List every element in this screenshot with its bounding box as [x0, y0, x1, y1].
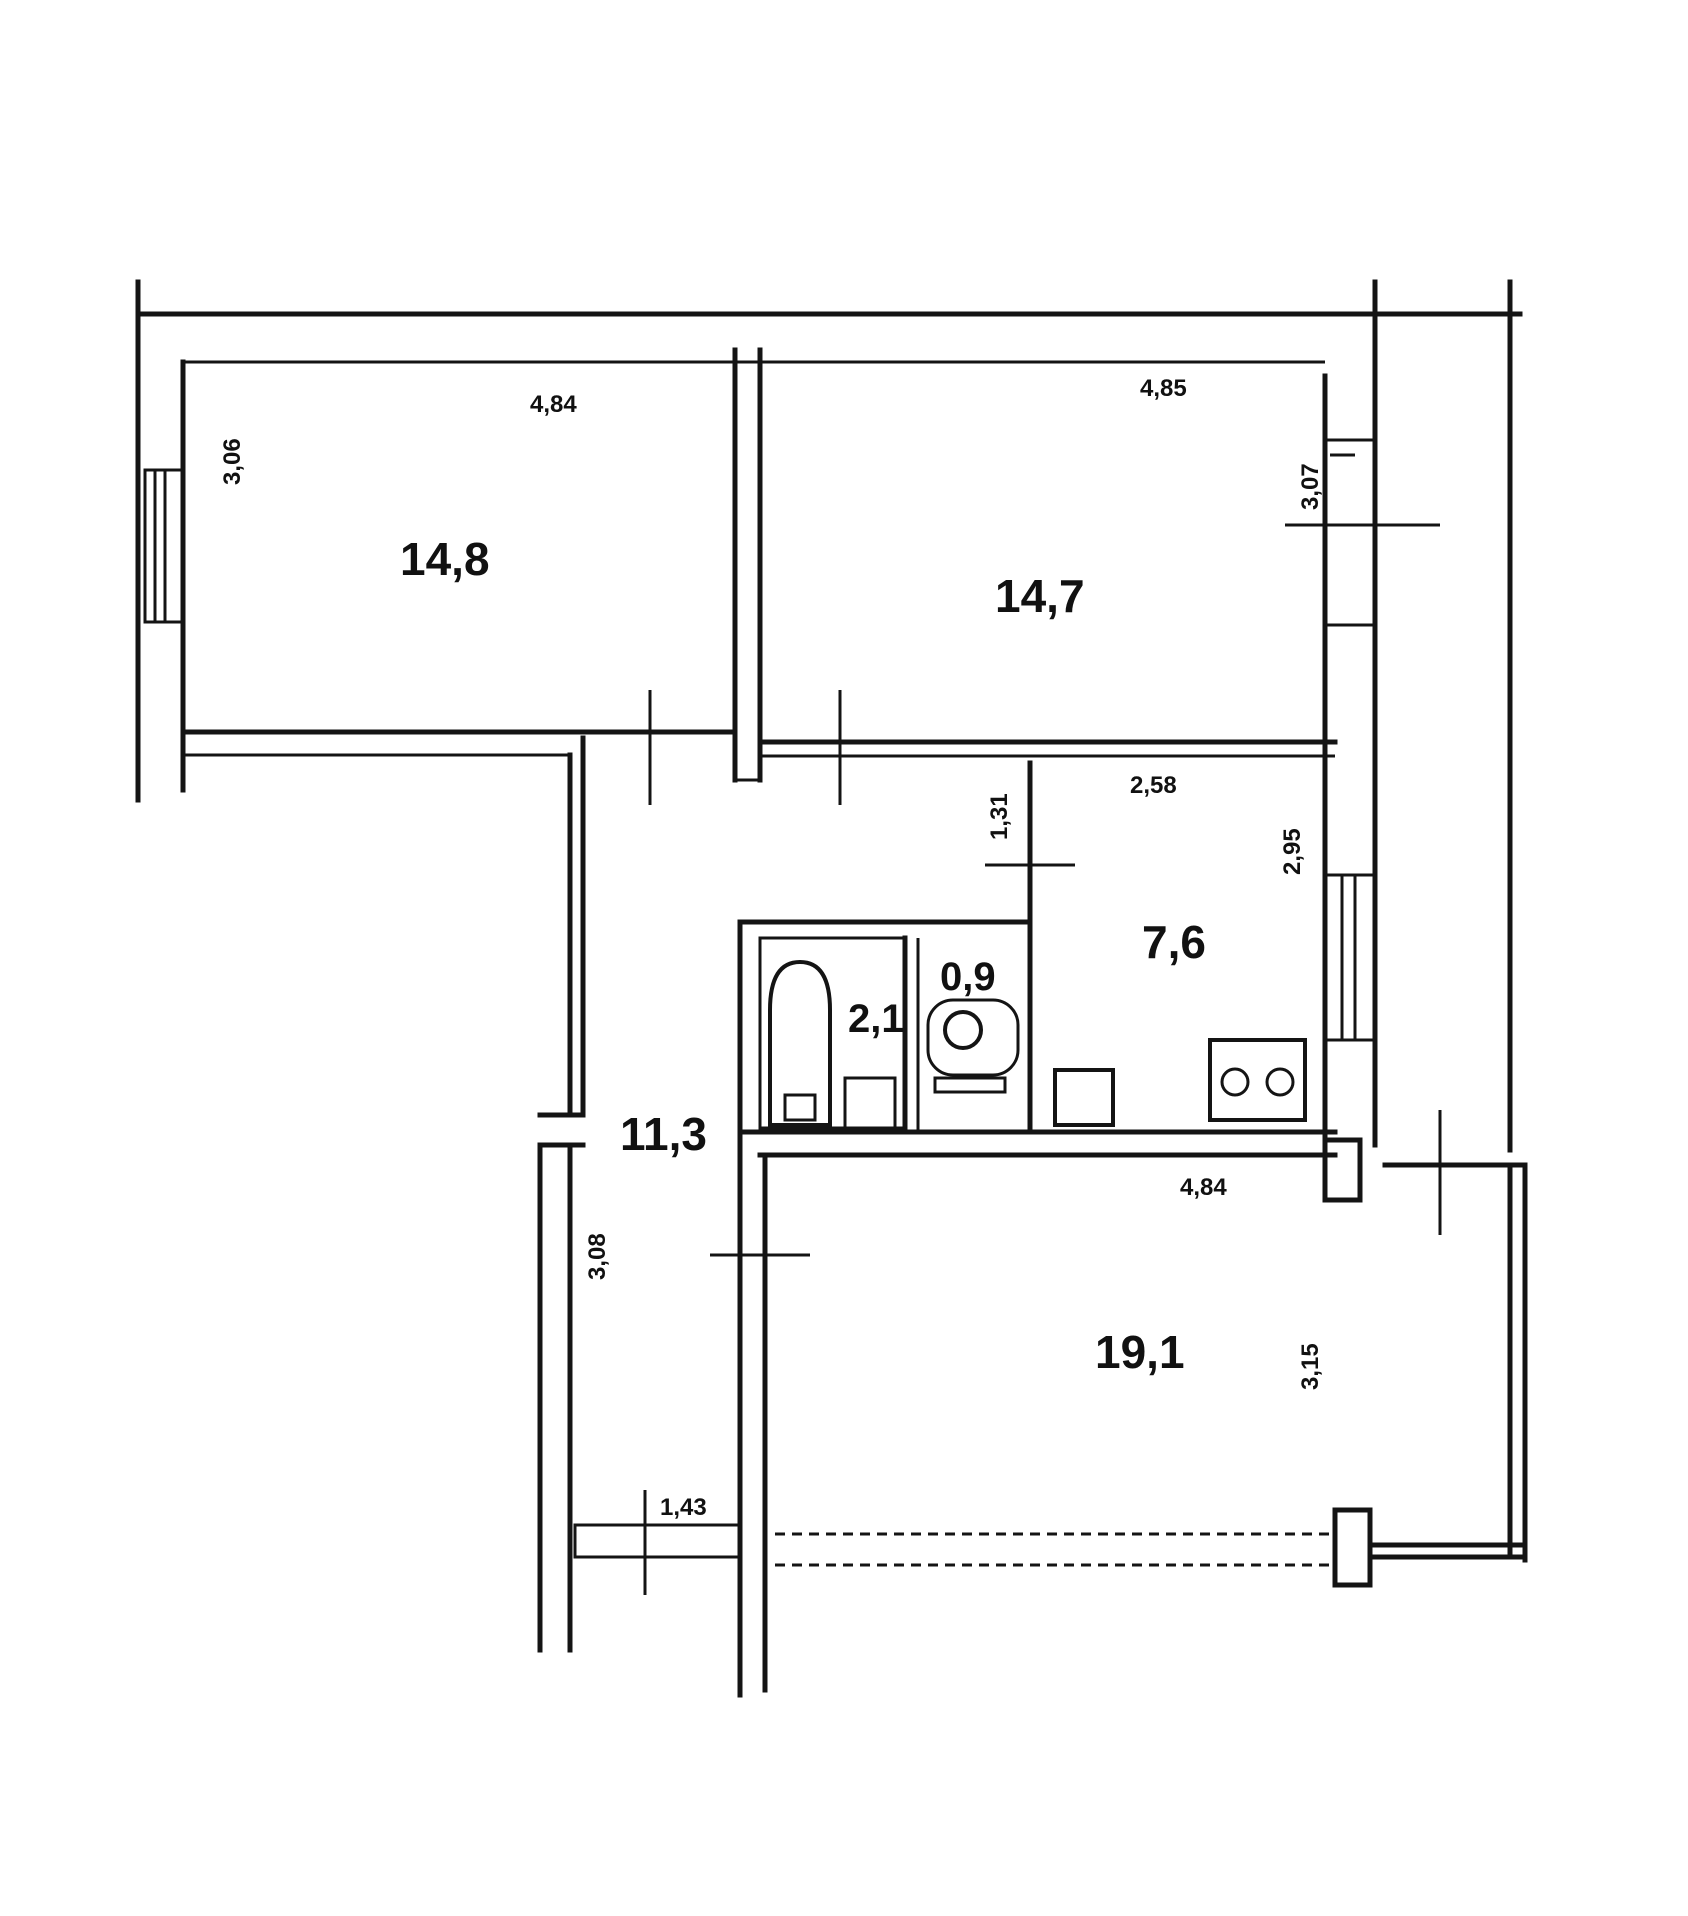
bedroom-left-bottom-wall — [180, 729, 738, 1118]
dim-bedroom-left-width: 4,84 — [530, 391, 577, 418]
dim-bedroom-right-width: 4,85 — [1140, 375, 1187, 402]
kitchen-sink — [1053, 1068, 1115, 1127]
dim-living-depth: 3,15 — [1297, 1343, 1324, 1390]
dim-hall-depth: 3,08 — [584, 1233, 611, 1280]
living-room-area: 19,1 — [1095, 1326, 1185, 1378]
dim-living-width: 4,84 — [1180, 1174, 1227, 1201]
bathroom-area: 2,1 — [848, 997, 904, 1041]
dim-kitchen-depth: 2,95 — [1279, 828, 1306, 875]
dim-corridor-width: 1,31 — [986, 793, 1013, 840]
stove — [1208, 1038, 1307, 1122]
kitchen-area: 7,6 — [1142, 916, 1206, 968]
door-markers — [648, 453, 1442, 1257]
bathtub — [768, 959, 832, 1127]
entrance-door — [573, 1490, 742, 1595]
window-right-upper — [1323, 438, 1377, 627]
kitchen-bottom-wall — [757, 1129, 1338, 1158]
bedroom-right-bottom-wall — [757, 739, 1338, 758]
column — [1322, 1137, 1363, 1203]
washbasin — [843, 1076, 897, 1130]
living-room-walls — [775, 1162, 1528, 1588]
dim-bedroom-left-depth: 3,06 — [219, 438, 246, 485]
hall-walls — [537, 1112, 768, 1698]
toilet-fixture — [926, 998, 1020, 1094]
bedroom-left-area: 14,8 — [400, 533, 490, 585]
hall-area: 11,3 — [620, 1108, 707, 1160]
window-kitchen — [1323, 873, 1377, 1042]
window-left — [143, 468, 185, 624]
dim-bedroom-right-depth: 3,07 — [1297, 463, 1324, 510]
bedroom-right-area: 14,7 — [995, 570, 1085, 622]
dim-kitchen-width: 2,58 — [1130, 772, 1177, 799]
toilet-area: 0,9 — [940, 955, 996, 999]
bedroom-divider — [732, 347, 763, 783]
dim-entrance-width: 1,43 — [660, 1494, 707, 1521]
